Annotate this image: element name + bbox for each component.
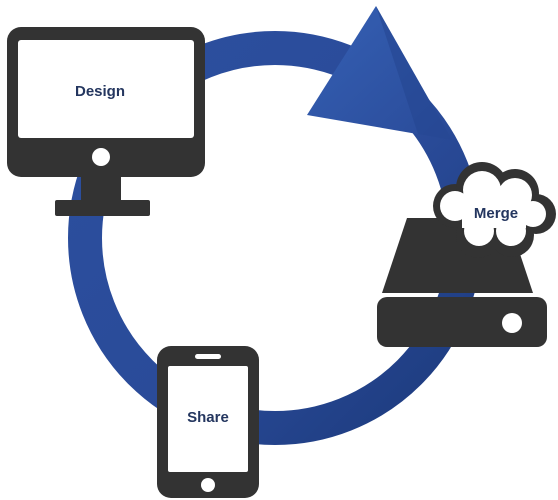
- design-node: Design: [7, 27, 205, 216]
- share-node: Share: [157, 346, 259, 498]
- cloud-hard-drive-icon: [377, 162, 556, 347]
- share-label: Share: [187, 409, 229, 426]
- monitor-neck: [81, 177, 121, 201]
- cycle-arrow-head: [307, 6, 452, 140]
- phone-speaker: [195, 354, 221, 359]
- design-screen: [18, 40, 194, 138]
- share-screen: [168, 366, 248, 472]
- phone-home-button: [201, 478, 215, 492]
- cloud-shape: [433, 162, 556, 258]
- design-label: Design: [75, 83, 125, 100]
- monitor-base: [55, 200, 150, 216]
- drive-body: [377, 297, 547, 347]
- monitor-power-button: [92, 148, 110, 166]
- smartphone-icon: [157, 346, 259, 498]
- merge-node: Merge: [377, 162, 556, 347]
- desktop-monitor-icon: [7, 27, 205, 216]
- merge-label: Merge: [474, 205, 518, 222]
- drive-led: [502, 313, 522, 333]
